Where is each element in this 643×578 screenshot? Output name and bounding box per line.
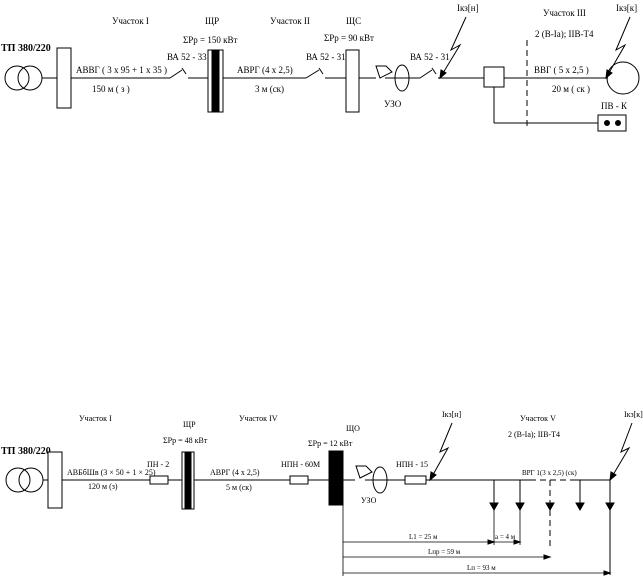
bottom-section-1-label: Участок I [79, 414, 112, 423]
bottom-lamp-1-icon [489, 502, 499, 512]
top-cable-1-label: АВВГ ( 3 х 95 + 1 х 35 ) [76, 65, 167, 75]
top-motor-icon [606, 61, 640, 95]
bottom-cable-3-label: ВРГ 1(3 х 2,5) (ск) [522, 469, 577, 477]
bottom-fault-1-icon [429, 422, 453, 481]
top-fault-2-icon [605, 16, 631, 79]
top-breaker-2-label: ВА 52 - 31 [306, 52, 346, 62]
top-zone-label: 2 (В-Iа); IIВ-Т4 [535, 29, 594, 39]
bottom-lamp-4-icon [575, 502, 585, 512]
bottom-sho-panel [328, 450, 344, 506]
top-tp-busbar [56, 47, 72, 109]
top-cable-3-length: 20 м ( ск ) [552, 84, 590, 94]
bottom-fuse-1-label: ПН - 2 [147, 460, 169, 469]
bottom-dim-arrow-4-icon [603, 570, 612, 576]
top-fault-2-label: Iкз[к] [616, 3, 637, 13]
top-pvk-box [597, 114, 627, 132]
top-shs-panel [345, 49, 360, 113]
bottom-lamp-3-icon [545, 502, 555, 512]
bottom-tp-busbar [47, 451, 63, 509]
bottom-uzo-label: УЗО [361, 496, 377, 505]
top-breaker-2-contact [305, 69, 320, 79]
top-breaker-2-tip [318, 67, 324, 75]
bottom-fuse-2-icon [289, 475, 309, 485]
bottom-uzo-icon [372, 466, 388, 494]
bottom-lamp-5-icon [605, 502, 615, 512]
top-cable-2-length: 3 м (ск) [255, 84, 284, 94]
bottom-fault-1-arrow-icon [429, 471, 437, 482]
top-cable-3-label: ВВГ ( 5 х 2,5 ) [534, 65, 589, 75]
bottom-cable-1-label: АВБбШв (3 × 50 + 1 × 25) [67, 468, 156, 477]
top-breaker-1-tip [181, 67, 187, 75]
bottom-sho-power: ΣPр = 12 кВт [308, 439, 353, 448]
bottom-sho-label: ЩО [346, 424, 360, 433]
bottom-dim-a-label: a = 4 м [495, 533, 516, 541]
top-uzo-label: УЗО [384, 99, 402, 109]
bottom-cable-1-length: 120 м (з) [88, 482, 118, 491]
top-section-2-label: Участок II [270, 16, 310, 26]
bottom-diagram: Участок I Участок IV Участок V ТП 380/22… [1, 410, 643, 576]
bottom-section-5-label: Участок V [520, 414, 556, 423]
bottom-dim-l1-label: L1 = 25 м [409, 533, 438, 541]
bottom-zone-label: 2 (В-Iа); IIВ-Т4 [508, 430, 560, 439]
bottom-dim-arrow-3-icon [543, 554, 552, 560]
bottom-uzo-trip-icon [355, 465, 373, 479]
top-breaker-3-tip [431, 67, 437, 75]
bottom-fuse-1-icon [149, 475, 169, 485]
top-transformer-winding-2-icon [17, 65, 43, 91]
top-breaker-3-contact [419, 69, 433, 79]
bottom-fuse-3-icon [404, 475, 427, 485]
top-breaker-1-contact [169, 69, 183, 79]
top-breaker-1-label: ВА 52 - 33 [167, 52, 207, 62]
top-uzo-icon [394, 64, 410, 92]
top-diagram: Участок I Участок II Участок III ТП 380/… [1, 3, 640, 132]
top-fault-1-label: Iкз[н] [457, 3, 479, 13]
bottom-lamp-2-icon [515, 502, 525, 512]
bottom-fault-2-label: Iкз[к] [624, 410, 643, 419]
bottom-section-4-label: Участок IV [239, 414, 278, 423]
top-breaker-3-label: ВА 52 - 31 [410, 52, 450, 62]
top-cable-1-length: 150 м ( з ) [92, 84, 130, 94]
top-pvk-contact-2-icon [615, 120, 621, 126]
top-shr-power: ΣPр = 150 кВт [183, 35, 237, 45]
top-uzo-trip-icon [375, 65, 393, 79]
top-fault-1-arrow-icon [439, 69, 447, 80]
top-fault-1-icon [439, 16, 467, 79]
bottom-shr-label: ЩР [183, 420, 196, 429]
bottom-fault-2-arrow-icon [609, 471, 617, 482]
top-shr-label: ЩР [205, 16, 219, 26]
top-transformer-winding-1-icon [4, 65, 30, 91]
top-shs-label: ЩС [346, 16, 361, 26]
bottom-dim-lpr-label: Lпр = 59 м [428, 548, 461, 556]
top-shr-busbar [211, 49, 220, 113]
bottom-cable-2-label: АВРГ (4 х 2,5) [210, 468, 260, 477]
bottom-fuse-3-label: НПН - 15 [396, 460, 428, 469]
bottom-dim-arrow-1-icon [487, 539, 496, 545]
bottom-dim-ln-label: Lп = 93 м [467, 564, 496, 572]
bottom-transformer-winding-1-icon [5, 467, 31, 493]
bottom-cable-2-length: 5 м (ск) [226, 483, 252, 492]
bottom-dim-arrow-2-icon [513, 539, 522, 545]
top-pme-box [483, 66, 505, 88]
top-section-1-label: Участок I [112, 16, 149, 26]
top-pvk-contact-1-icon [604, 120, 610, 126]
bottom-shr-busbar [184, 451, 192, 510]
bottom-fuse-2-label: НПН - 60М [281, 460, 320, 469]
bottom-transformer-winding-2-icon [18, 467, 44, 493]
bottom-fault-2-icon [609, 422, 633, 481]
top-pvk-label: ПВ - К [601, 101, 628, 111]
bottom-tp-label: ТП 380/220 [1, 446, 51, 457]
bottom-shr-power: ΣPр = 48 кВт [163, 436, 208, 445]
top-tp-label: ТП 380/220 [1, 43, 51, 54]
top-cable-2-label: АВРГ (4 х 2,5) [237, 65, 293, 75]
top-shs-power: ΣPр = 90 кВт [324, 33, 374, 43]
bottom-fault-1-label: Iкз[н] [442, 410, 462, 419]
top-section-3-label: Участок III [543, 8, 586, 18]
